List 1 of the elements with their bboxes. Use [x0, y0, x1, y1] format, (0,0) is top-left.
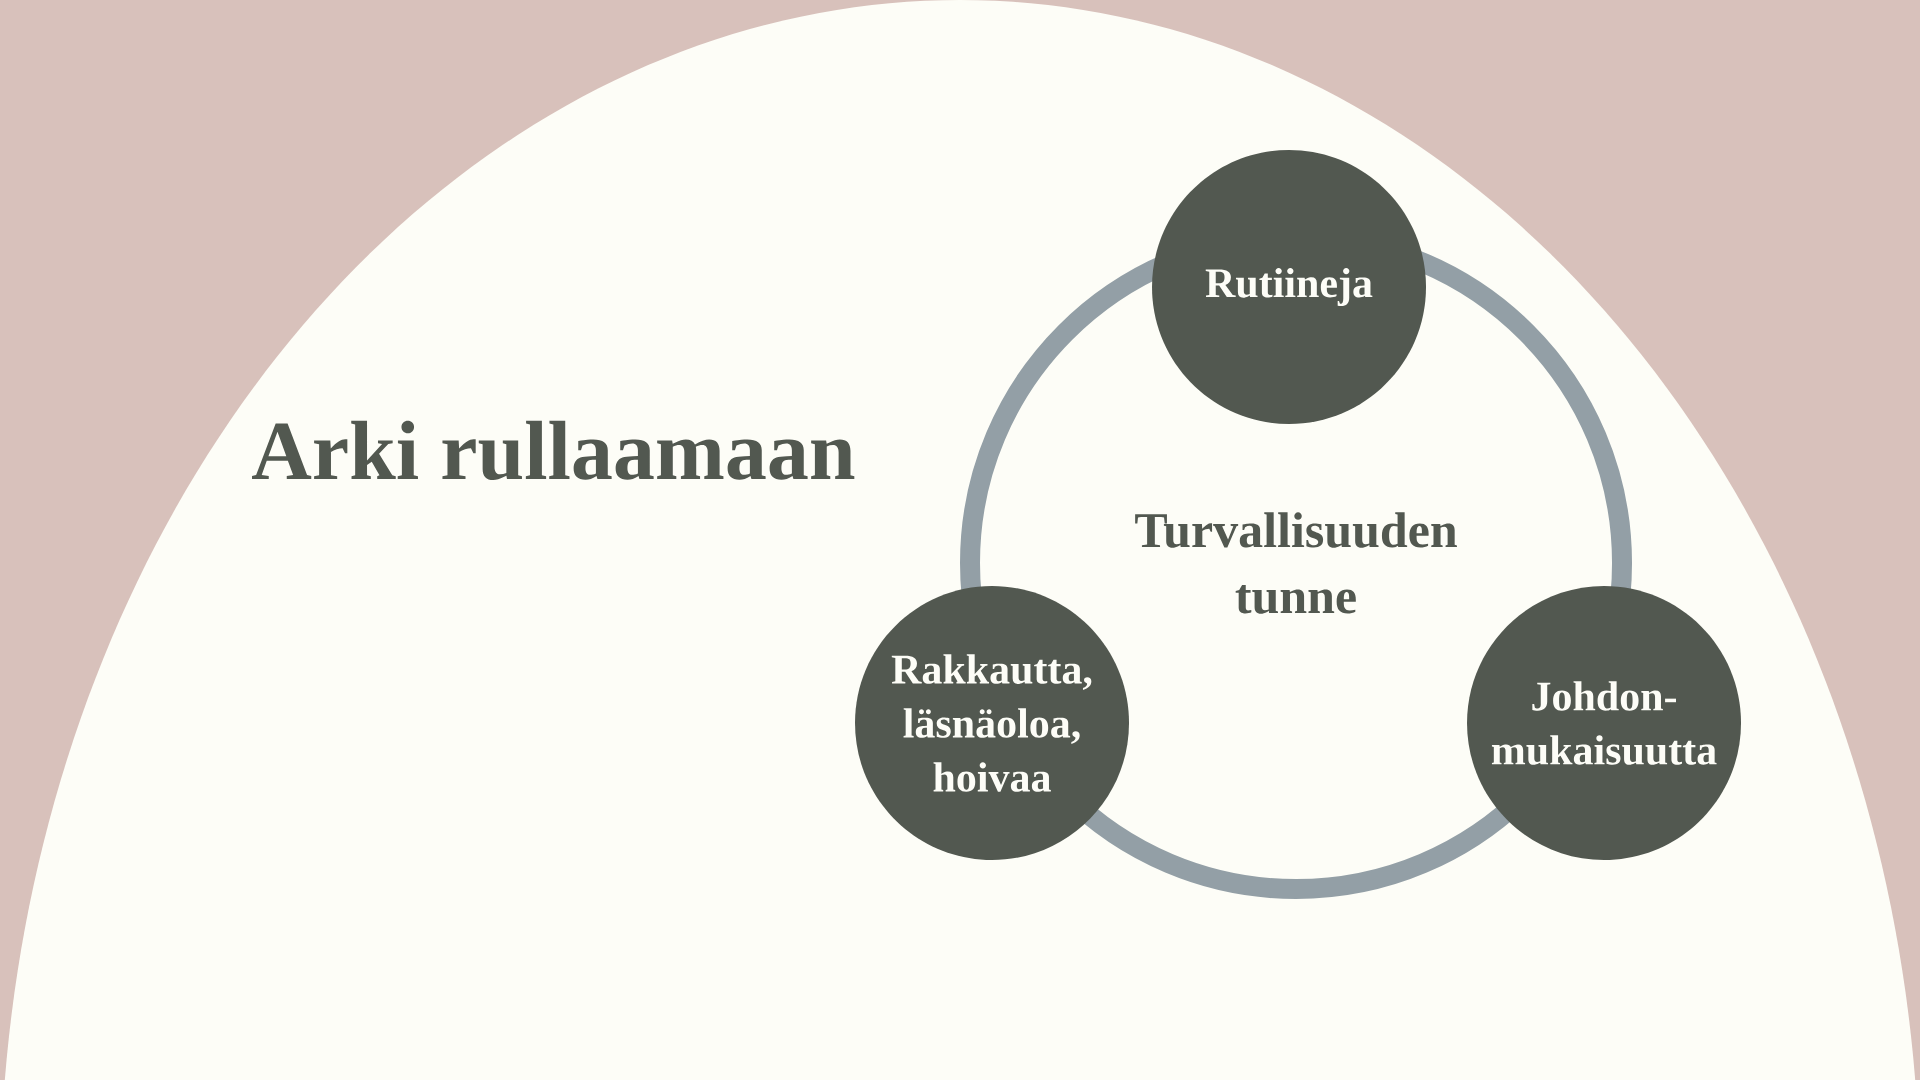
title: Arki rullaamaan	[252, 420, 855, 481]
